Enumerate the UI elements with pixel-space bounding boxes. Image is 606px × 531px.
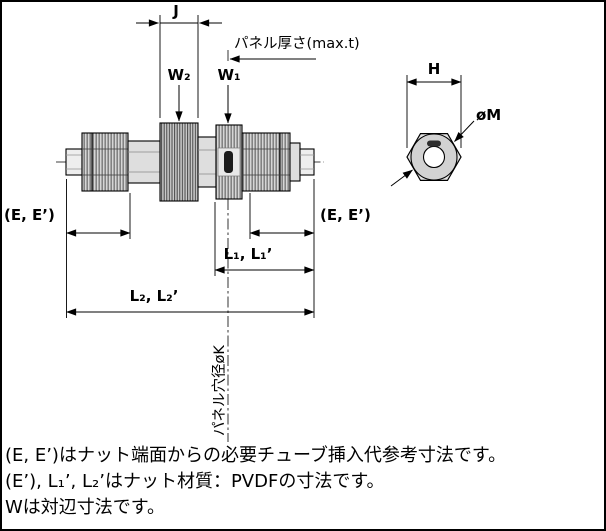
note-pvdf-dimensions: (E’), L₁’, L₂’はナット材質：PVDFの寸法です。 <box>5 471 385 492</box>
body-neck <box>197 136 217 188</box>
right-union-nut <box>241 132 291 192</box>
dimension-lines <box>66 19 475 316</box>
center-knurled-ring <box>159 122 199 202</box>
right-tube <box>299 148 315 176</box>
dim-label-w2: W₂ <box>167 66 190 84</box>
label-panel-hole-diameter: パネル穴径øK <box>211 345 228 436</box>
fitting-side-view <box>65 122 315 202</box>
centerlines <box>56 50 324 442</box>
note-width-across-flats: Wは対辺寸法です。 <box>5 497 165 518</box>
left-tube <box>65 148 83 176</box>
label-diameter-m: øM <box>476 106 501 124</box>
top-notch <box>427 140 441 147</box>
note-tube-insertion: (E, E’)はナット端面からの必要チューブ挿入代参考寸法です。 <box>5 445 507 466</box>
leader-m-lower <box>390 169 413 187</box>
left-union-nut <box>81 132 129 192</box>
dim-label-l1: L₁, L₁’ <box>224 245 273 263</box>
label-e-right: (E, E’) <box>320 206 371 224</box>
fitting-end-view <box>406 133 462 181</box>
dim-label-j: J <box>172 2 179 20</box>
extension-lines <box>66 15 462 318</box>
label-e-left: (E, E’) <box>4 206 55 224</box>
dim-label-h: H <box>428 60 441 78</box>
leader-m-upper <box>454 120 475 142</box>
dim-label-w1: W₁ <box>217 66 240 84</box>
technical-drawing: J パネル厚さ(max.t) W₂ W₁ H øM (E, E’) (E, E’… <box>4 2 501 442</box>
left-body <box>127 140 161 184</box>
notes-block: (E, E’)はナット端面からの必要チューブ挿入代参考寸法です。 (E’), L… <box>5 443 506 521</box>
right-step <box>289 142 301 182</box>
label-panel-thickness: パネル厚さ(max.t) <box>234 35 360 52</box>
panel-slot <box>224 151 233 173</box>
bore-circle <box>422 145 446 169</box>
dim-label-l2: L₂, L₂’ <box>130 287 179 305</box>
